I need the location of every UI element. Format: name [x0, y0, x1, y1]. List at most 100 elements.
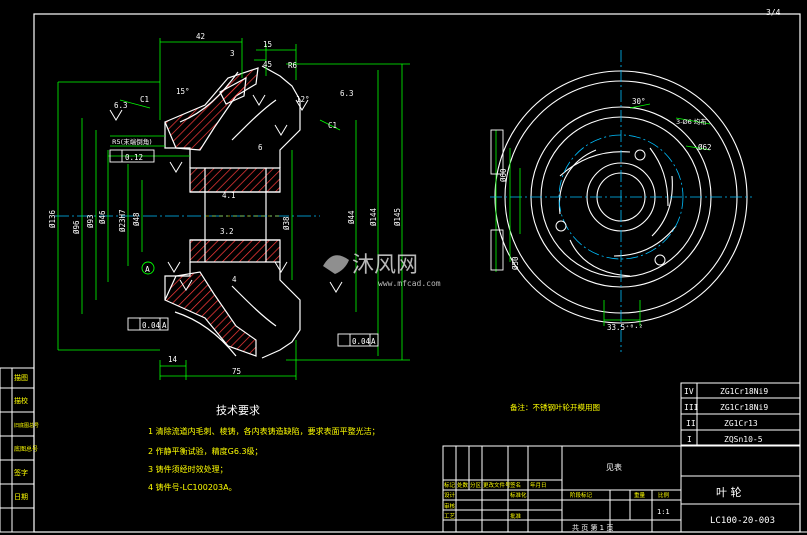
- dim-phi46: Ø46: [98, 210, 107, 224]
- dim-63-right: 6.3: [340, 89, 354, 98]
- front-deg30: 30°: [632, 97, 646, 106]
- front-phi60: Ø60: [499, 168, 508, 182]
- tb-label-stage: 阶段标记: [570, 491, 593, 499]
- dim-key-width: 4.1: [222, 191, 236, 200]
- tb-label-zone: 分区: [470, 481, 482, 489]
- tolerance-frames: [109, 149, 379, 347]
- dim-phi38: Ø38: [282, 216, 291, 230]
- title-block-scale: 1:1: [657, 508, 670, 516]
- materials-text: IV ZG1Cr18Ni9 III ZG1Cr18Ni9 II ZG1Cr13 …: [684, 387, 768, 444]
- tb-label-sign: 签名: [510, 481, 521, 489]
- material-name-1: ZQSn10-5: [724, 435, 763, 444]
- dim-3-top: 3: [230, 49, 235, 58]
- material-no-2: II: [686, 419, 696, 428]
- dim-phi96: Ø96: [72, 220, 81, 234]
- front-dim-lines: [495, 103, 711, 326]
- tb-label-standard: 标准化: [510, 491, 527, 499]
- front-holes: 3-Ø6 均布: [676, 117, 707, 126]
- tb-label-weight: 重量: [634, 491, 646, 499]
- tb-label-process: 工艺: [444, 513, 456, 520]
- tb-label-count: 处数: [457, 481, 469, 489]
- dim-deg15: 15°: [176, 87, 190, 96]
- strip-label-4: 底图总号: [14, 445, 38, 453]
- technical-requirements: 技术要求 1 清除流道内毛刺、棱铸，各内表铸造缺陷，要求表面平整光洁； 2 作静…: [148, 404, 380, 492]
- dim-r5: R5(末端倒角): [112, 137, 152, 146]
- strip-label-3: 旧底图总号: [14, 422, 39, 429]
- tol3-val: 0.04: [352, 337, 371, 346]
- tb-label-review: 审核: [444, 502, 456, 510]
- dim-6: 6: [258, 143, 263, 152]
- title-block-part-name: 叶 轮: [716, 485, 742, 499]
- materials-table: [680, 382, 801, 446]
- dim-32: 3.2: [220, 227, 234, 236]
- tb-label-changedoc: 更改文件号: [483, 481, 511, 489]
- material-no-4: IV: [684, 387, 694, 396]
- material-name-4: ZG1Cr18Ni9: [720, 387, 768, 396]
- strip-label-6: 日期: [14, 493, 28, 501]
- title-block-labels: 标记 处数 分区 更改文件号 签名 年月日 设计 标准化 审核 工艺 批准 阶段…: [444, 481, 670, 520]
- dim-phi144: Ø144: [369, 207, 378, 226]
- tech-note-3: 3 铸件须经时效处理；: [148, 464, 228, 474]
- datum-a-label: A: [145, 265, 150, 274]
- section-vertical-dims: Ø136 Ø96 Ø93 Ø46 Ø23H7 Ø48 Ø38 Ø44 Ø144 …: [48, 207, 402, 234]
- tb-label-mark: 标记: [444, 481, 456, 489]
- dim-d4: 4: [232, 275, 237, 284]
- dim-c1-left: C1: [140, 95, 149, 104]
- tol2-val: 0.04: [142, 321, 161, 330]
- material-name-2: ZG1Cr13: [724, 419, 758, 428]
- dim-phi136: Ø136: [48, 209, 57, 228]
- dim-15: 15: [263, 40, 272, 49]
- material-name-3: ZG1Cr18Ni9: [720, 403, 768, 412]
- tech-note-1: 1 清除流道内毛刺、棱铸，各内表铸造缺陷，要求表面平整光洁；: [148, 426, 380, 436]
- datum-a-marker: A: [141, 261, 155, 275]
- dim-phi145: Ø145: [393, 208, 402, 226]
- tb-label-date: 年月日: [530, 481, 547, 489]
- front-tolerance-frames: [490, 129, 504, 271]
- tech-note-4: 4 铸件号-LC100203A。: [148, 482, 237, 492]
- front-view: 30° 3-Ø6 均布 Ø62 33.5⁺⁰·² Ø60 Ø50: [490, 50, 752, 352]
- tol3-ref: A: [371, 337, 376, 346]
- dim-63-left: 6.3: [114, 101, 128, 110]
- dim-d14: 14: [168, 355, 178, 364]
- front-phi50: Ø50: [511, 256, 520, 270]
- dim-d75: 75: [232, 367, 241, 376]
- dim-deg12: 12°: [296, 95, 310, 104]
- watermark-brand: 沐风网: [352, 253, 418, 278]
- watermark: 沐风网 www.mfcad.com: [323, 253, 441, 288]
- front-phi62: Ø62: [698, 143, 712, 152]
- scale-mark: 3/4: [766, 8, 781, 17]
- section-dim-texts: 42 3 15 45 R6 15° 12° C1 C1 6.3 3.2 6.3 …: [112, 32, 376, 376]
- tech-note-2: 2 作静平衡试验，精度G6.3级；: [148, 446, 263, 456]
- dim-phi23h7: Ø23H7: [118, 209, 127, 232]
- strip-label-1: 描图: [14, 373, 28, 382]
- dim-phi93: Ø93: [86, 214, 95, 228]
- roughness-marks: [109, 94, 343, 293]
- blade-profiles: [558, 147, 677, 277]
- dim-phi48: Ø48: [132, 212, 141, 226]
- left-strip-labels: 描图 描校 旧底图总号 底图总号 签字 日期: [14, 373, 39, 501]
- strip-label-2: 描校: [14, 396, 28, 405]
- tol2-ref: A: [162, 321, 167, 330]
- left-binding-strip: [0, 367, 35, 533]
- dim-phi44: Ø44: [347, 210, 356, 224]
- section-dim-lines: [57, 38, 410, 380]
- tol1-val: 0.12: [125, 153, 143, 162]
- title-block-sheet-info: 共 页 第 1 页: [572, 523, 613, 532]
- strip-label-5: 签字: [14, 468, 28, 477]
- title-block: [442, 445, 801, 533]
- section-view: A 42 3 15 45 R6 15° 12° C1 C1 6.3 3.2 6.: [48, 32, 410, 380]
- front-dim-texts: 30° 3-Ø6 均布 Ø62 33.5⁺⁰·² Ø60 Ø50: [499, 97, 712, 332]
- dim-r6: R6: [288, 61, 298, 70]
- dim-42: 42: [196, 32, 205, 41]
- dim-c1-right: C1: [328, 121, 337, 130]
- title-block-material: 见表: [606, 462, 622, 472]
- tb-label-scale: 比例: [658, 491, 670, 499]
- section-outline: [164, 65, 301, 359]
- material-no-1: I: [687, 435, 692, 444]
- watermark-logo-icon: [323, 255, 349, 274]
- front-d33: 33.5⁺⁰·²: [607, 323, 643, 332]
- front-centerlines: [490, 50, 752, 352]
- bolt-holes: [555, 149, 666, 266]
- title-block-drawing-no: LC100-20-003: [710, 516, 775, 526]
